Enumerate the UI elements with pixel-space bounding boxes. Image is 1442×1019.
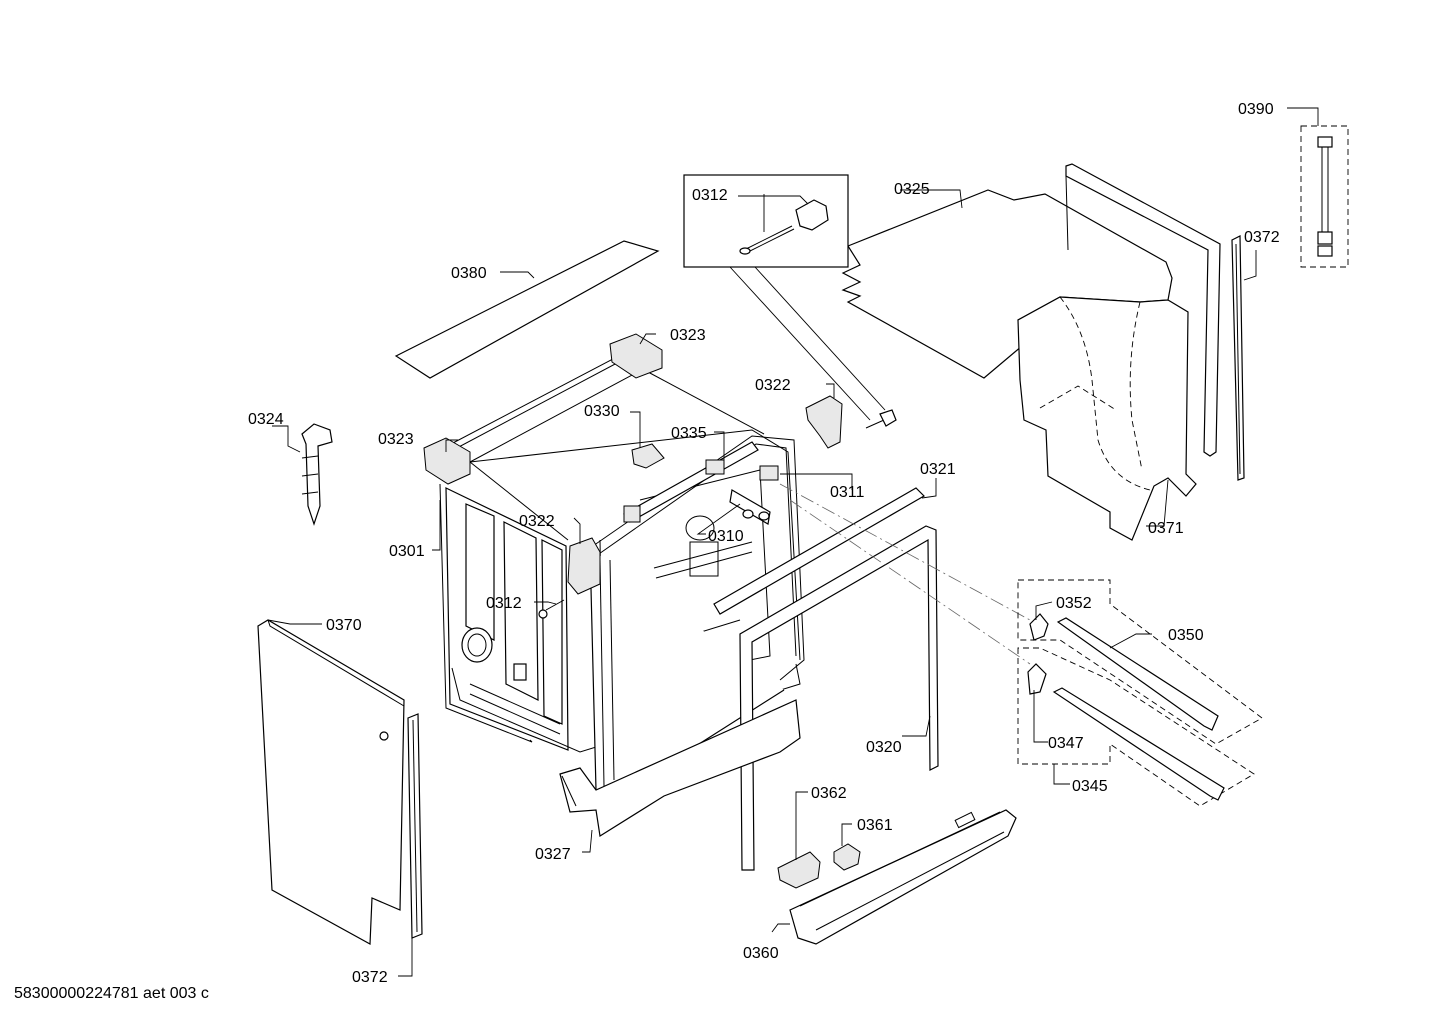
label-0320: 0320: [866, 739, 902, 756]
part-0327-base-front: [559, 699, 801, 837]
inset-0312-detail: [683, 174, 849, 268]
part-0360-base-trough: [789, 809, 1017, 945]
label-0371: 0371: [1148, 520, 1184, 537]
label-0310: 0310: [708, 528, 744, 545]
label-0311: 0311: [830, 484, 865, 501]
label-0372-bottom: 0372: [352, 969, 388, 986]
part-0390-cable-harness: [1300, 125, 1349, 268]
label-0370: 0370: [326, 617, 362, 634]
label-0390: 0390: [1238, 101, 1274, 118]
part-0324-side-bracket: [301, 423, 333, 526]
label-0312-inset: 0312: [692, 187, 728, 204]
label-0347: 0347: [1048, 735, 1084, 752]
label-0362: 0362: [811, 785, 847, 802]
label-0352: 0352: [1056, 595, 1092, 612]
label-0330: 0330: [584, 403, 620, 420]
label-0361: 0361: [857, 817, 893, 834]
label-0323-top: 0323: [670, 327, 706, 344]
part-0370-side-panel: [257, 619, 405, 945]
main-tub-frame: [423, 333, 805, 799]
label-0335: 0335: [671, 425, 707, 442]
part-0372-strip-left: [407, 713, 423, 939]
label-0360: 0360: [743, 945, 779, 962]
part-0362-switch: [777, 851, 821, 889]
label-0325: 0325: [894, 181, 930, 198]
part-0321-door-strip: [713, 487, 925, 615]
part-0380-top-plate: [394, 240, 660, 379]
label-0323-left: 0323: [378, 431, 414, 448]
label-0380: 0380: [451, 265, 487, 282]
document-id: 58300000224781 aet 003 c: [14, 985, 209, 1002]
label-0322-top: 0322: [755, 377, 791, 394]
label-0372-top: 0372: [1244, 229, 1280, 246]
part-0361-clip: [833, 843, 861, 871]
label-0327: 0327: [535, 846, 571, 863]
part-0312-screw-top: [865, 409, 897, 429]
label-0322-mid: 0322: [519, 513, 555, 530]
part-0371-insulation-wrap: [1017, 296, 1197, 541]
part-0350-rail-set: [1017, 579, 1263, 745]
label-0301: 0301: [389, 543, 425, 560]
label-0350: 0350: [1168, 627, 1204, 644]
label-0324: 0324: [248, 411, 284, 428]
part-0312-screw-mid: [538, 599, 565, 619]
part-0371-side-panel: [1065, 163, 1221, 457]
label-0345: 0345: [1072, 778, 1108, 795]
part-0345-rail-set: [1017, 647, 1255, 807]
label-0312-mid: 0312: [486, 595, 522, 612]
part-0322-bracket-top: [805, 395, 843, 449]
part-0372-strip-right: [1231, 235, 1245, 481]
label-0321: 0321: [920, 461, 956, 478]
